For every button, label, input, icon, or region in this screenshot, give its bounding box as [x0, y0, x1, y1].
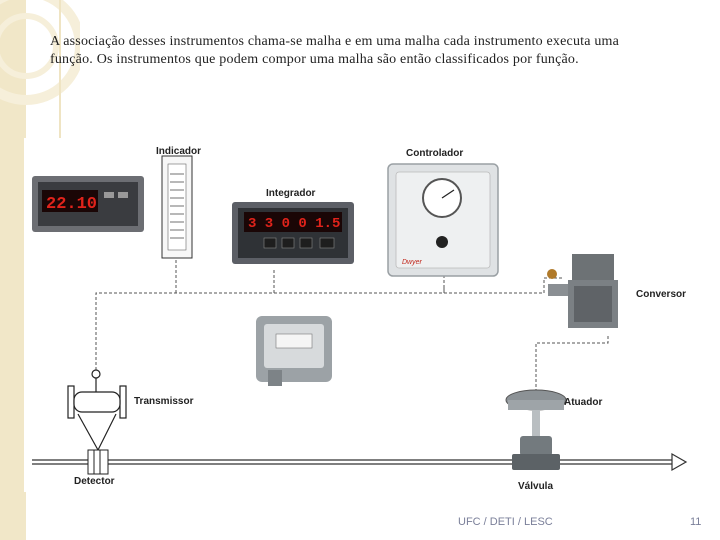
recorder-device [256, 316, 332, 386]
label-controlador: Controlador [406, 148, 463, 159]
intro-paragraph: A associação desses instrumentos chama-s… [50, 34, 620, 67]
label-transmissor: Transmissor [134, 396, 194, 407]
indicator-meter: 22.10 [32, 176, 144, 232]
label-indicador: Indicador [156, 146, 201, 157]
label-conversor: Conversor [636, 289, 686, 300]
indicator-display: 22.10 [46, 195, 97, 214]
transmitter-device [67, 369, 127, 451]
detector-element [87, 449, 109, 475]
label-atuador: Atuador [564, 397, 602, 408]
page-number: 11 [690, 516, 702, 528]
controller-device: Dwyer [387, 163, 499, 277]
decorative-side-band [0, 0, 26, 540]
instrument-loop-diagram: 22.10 Indicador 3 3 0 0 1.5 Integrador [24, 138, 692, 492]
footer-source: UFC / DETI / LESC [458, 516, 553, 528]
integrator-display: 3 3 0 0 1.5 [248, 216, 340, 232]
integrator-device: 3 3 0 0 1.5 [232, 202, 354, 264]
label-integrador: Integrador [266, 188, 316, 199]
decorative-circles [0, 0, 80, 140]
process-line [32, 452, 688, 472]
converter-device [547, 254, 618, 328]
actuator-valve [505, 389, 567, 470]
indicator-bargraph [161, 155, 193, 259]
controller-brand: Dwyer [402, 259, 423, 266]
label-valvula: Válvula [518, 481, 553, 492]
label-detector: Detector [74, 476, 115, 487]
